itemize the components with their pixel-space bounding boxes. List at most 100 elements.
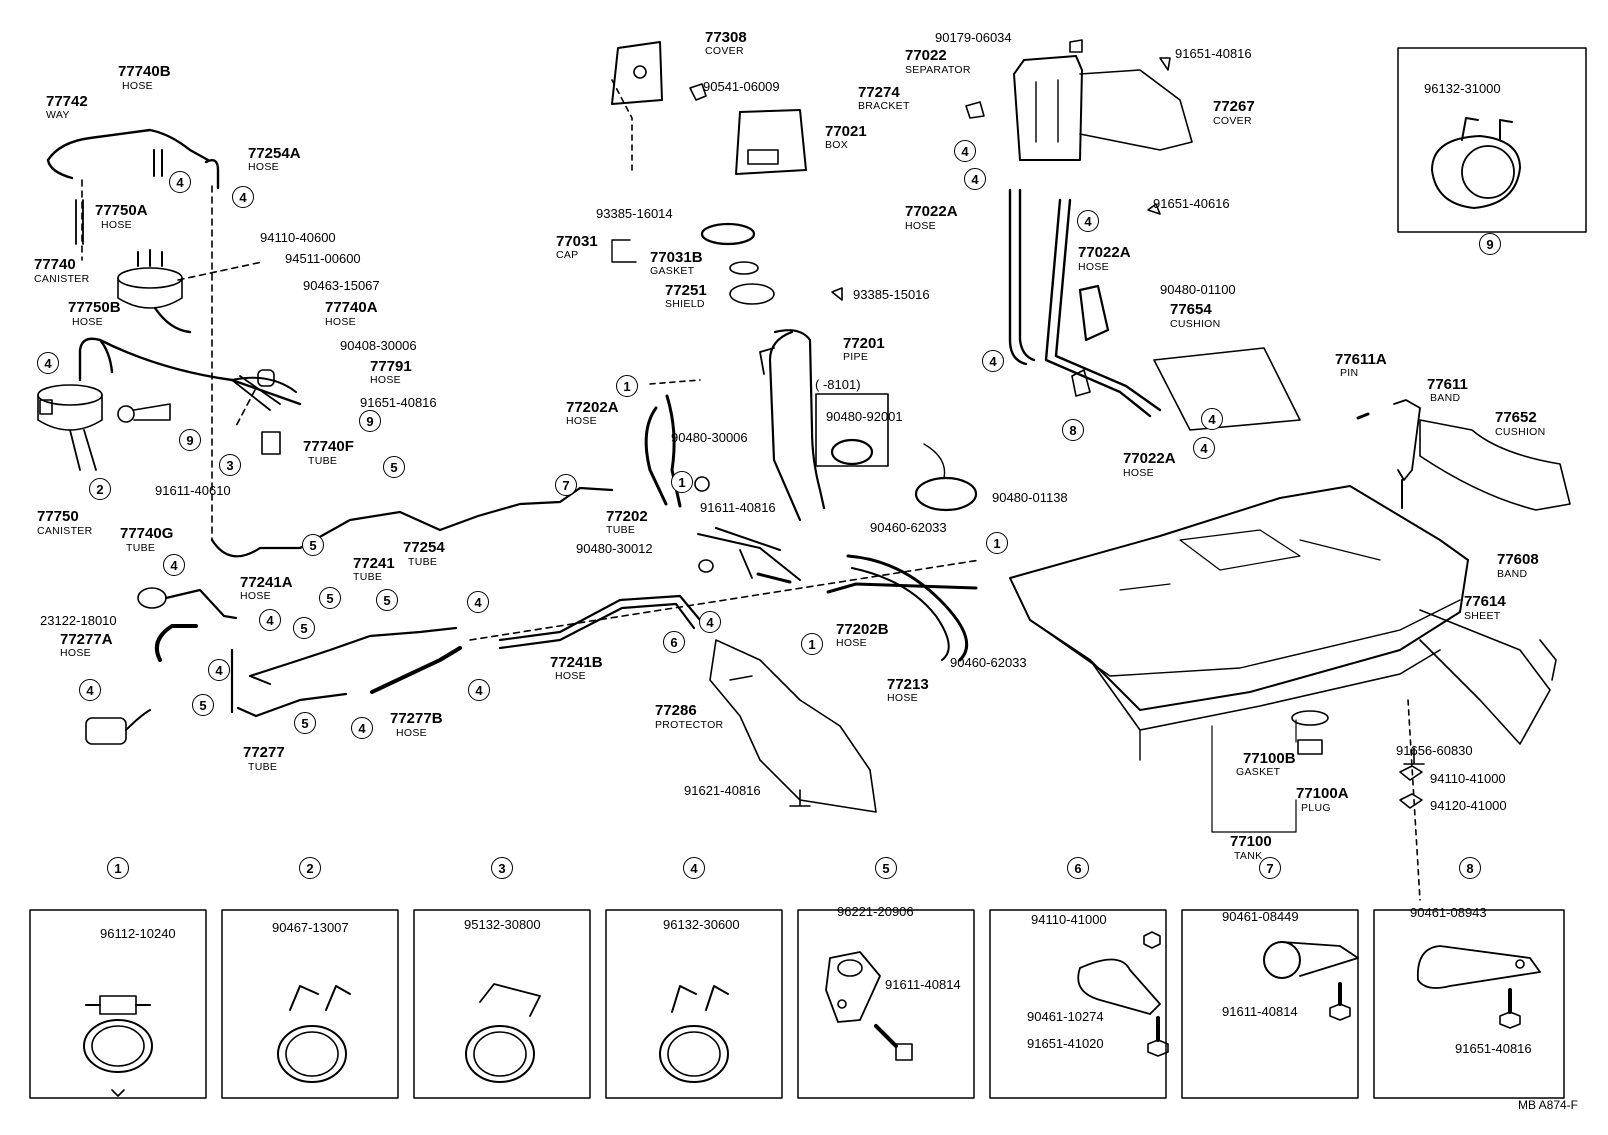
part-number-label: 77614 xyxy=(1464,593,1506,610)
part-number-label: 77100A xyxy=(1296,785,1349,802)
callout-circle-4: 4 xyxy=(982,350,1004,372)
part-number-label: 94511-00600 xyxy=(285,251,361,266)
callout-circle-4: 4 xyxy=(208,659,230,681)
part-number-label: 90480-30012 xyxy=(576,541,653,556)
part-number-label: 96132-31000 xyxy=(1424,81,1501,96)
part-name-label: TUBE xyxy=(308,455,338,467)
part-number-label: 77100 xyxy=(1230,833,1272,850)
part-number-label: 77277 xyxy=(243,744,285,761)
part-number-label: 96221-20906 xyxy=(837,904,914,919)
part-name-label: CAP xyxy=(556,249,579,261)
part-name-label: TUBE xyxy=(606,524,636,536)
callout-circle-8: 8 xyxy=(1062,419,1084,441)
part-number-label: 91611-40816 xyxy=(700,500,776,515)
part-number-label: 77740A xyxy=(325,299,378,316)
part-number-label: 77750B xyxy=(68,299,121,316)
part-number-label: 90467-13007 xyxy=(272,920,349,935)
part-number-label: 91651-41020 xyxy=(1027,1036,1104,1051)
callout-circle-4: 4 xyxy=(468,679,490,701)
part-number-label: 90480-01138 xyxy=(992,490,1068,505)
part-number-label: 77750 xyxy=(37,508,79,525)
callout-circle-5: 5 xyxy=(192,694,214,716)
callout-circle-1: 1 xyxy=(616,375,638,397)
part-number-label: 77654 xyxy=(1170,301,1212,318)
part-number-label: 77022 xyxy=(905,47,947,64)
callout-circle-1: 1 xyxy=(671,471,693,493)
part-number-label: 77031B xyxy=(650,249,703,266)
part-number-label: 90480-01100 xyxy=(1160,282,1236,297)
part-name-label: HOSE xyxy=(566,415,597,427)
part-number-label: 91651-40816 xyxy=(1455,1041,1532,1056)
part-number-label: 94110-41000 xyxy=(1031,912,1107,927)
part-number-label: 77277A xyxy=(60,631,113,648)
callout-circle-4: 4 xyxy=(1201,408,1223,430)
part-number-label: 77021 xyxy=(825,123,867,140)
part-number-label: 91651-40816 xyxy=(1175,46,1252,61)
part-name-label: HOSE xyxy=(1123,467,1154,479)
part-number-label: 91651-40616 xyxy=(1153,196,1230,211)
part-name-label: HOSE xyxy=(60,647,91,659)
callout-circle-4: 4 xyxy=(232,186,254,208)
part-number-label: 95132-30800 xyxy=(464,917,541,932)
part-number-label: 77022A xyxy=(1078,244,1131,261)
part-number-label: 93385-16014 xyxy=(596,206,673,221)
part-number-label: 77608 xyxy=(1497,551,1539,568)
part-name-label: TANK xyxy=(1234,850,1263,862)
part-name-label: CANISTER xyxy=(34,273,90,285)
part-name-label: HOSE xyxy=(122,80,153,92)
detail-box-9-art xyxy=(1397,47,1587,233)
part-number-label: 90461-10274 xyxy=(1027,1009,1104,1024)
part-number-label: 77286 xyxy=(655,702,697,719)
part-name-label: HOSE xyxy=(905,220,936,232)
part-number-label: 91621-40816 xyxy=(684,783,761,798)
part-number-label: 77031 xyxy=(556,233,598,250)
part-name-label: PIPE xyxy=(843,351,869,363)
callout-circle-4: 4 xyxy=(163,554,185,576)
part-number-label: 77740F xyxy=(303,438,354,455)
part-name-label: SEPARATOR xyxy=(905,64,971,76)
part-name-label: BRACKET xyxy=(858,100,910,112)
part-number-label: 94110-41000 xyxy=(1430,771,1506,786)
part-name-label: SHEET xyxy=(1464,610,1501,622)
part-name-label: PLUG xyxy=(1301,802,1331,814)
part-name-label: WAY xyxy=(46,109,70,121)
part-number-label: 94120-41000 xyxy=(1430,798,1507,813)
callout-circle-4: 4 xyxy=(467,591,489,613)
canister-assembly-group xyxy=(37,128,981,745)
part-name-label: BAND xyxy=(1430,392,1461,404)
callout-circle-4: 4 xyxy=(169,171,191,193)
part-number-label: 91611-40814 xyxy=(885,977,961,992)
part-number-label: 90461-08449 xyxy=(1222,909,1299,924)
callout-circle-9: 9 xyxy=(179,429,201,451)
part-name-label: HOSE xyxy=(887,692,918,704)
part-number-label: 96112-10240 xyxy=(100,926,176,941)
callout-circle-3: 3 xyxy=(219,454,241,476)
part-number-label: 77202A xyxy=(566,399,619,416)
callout-circle-4: 4 xyxy=(37,352,59,374)
part-number-label: 77274 xyxy=(858,84,900,101)
callout-circle-7: 7 xyxy=(555,474,577,496)
part-name-label: HOSE xyxy=(248,161,279,173)
part-number-label: 90480-92001 xyxy=(826,409,903,424)
callout-circle-1: 1 xyxy=(801,633,823,655)
detail-box-6-number: 6 xyxy=(1067,857,1089,879)
detail-box-1-number: 1 xyxy=(107,857,129,879)
part-number-label: 77202B xyxy=(836,621,889,638)
callout-circle-9: 9 xyxy=(359,410,381,432)
part-number-label: 90463-15067 xyxy=(303,278,380,293)
filler-assembly-group xyxy=(498,41,978,813)
callout-circle-4: 4 xyxy=(351,717,373,739)
part-number-label: 77100B xyxy=(1243,750,1296,767)
part-number-label: 91651-40816 xyxy=(360,395,437,410)
part-number-label: 77213 xyxy=(887,676,929,693)
part-number-label: 77740 xyxy=(34,256,76,273)
callout-circle-1: 1 xyxy=(986,532,1008,554)
part-number-label: 77267 xyxy=(1213,98,1255,115)
part-name-label: SHIELD xyxy=(665,298,705,310)
callout-circle-4: 4 xyxy=(259,609,281,631)
callout-circle-4: 4 xyxy=(954,140,976,162)
part-name-label: TUBE xyxy=(408,556,438,568)
part-number-label: 90461-08943 xyxy=(1410,905,1487,920)
part-number-label: 91611-40814 xyxy=(1222,1004,1298,1019)
part-name-label: TUBE xyxy=(248,761,278,773)
